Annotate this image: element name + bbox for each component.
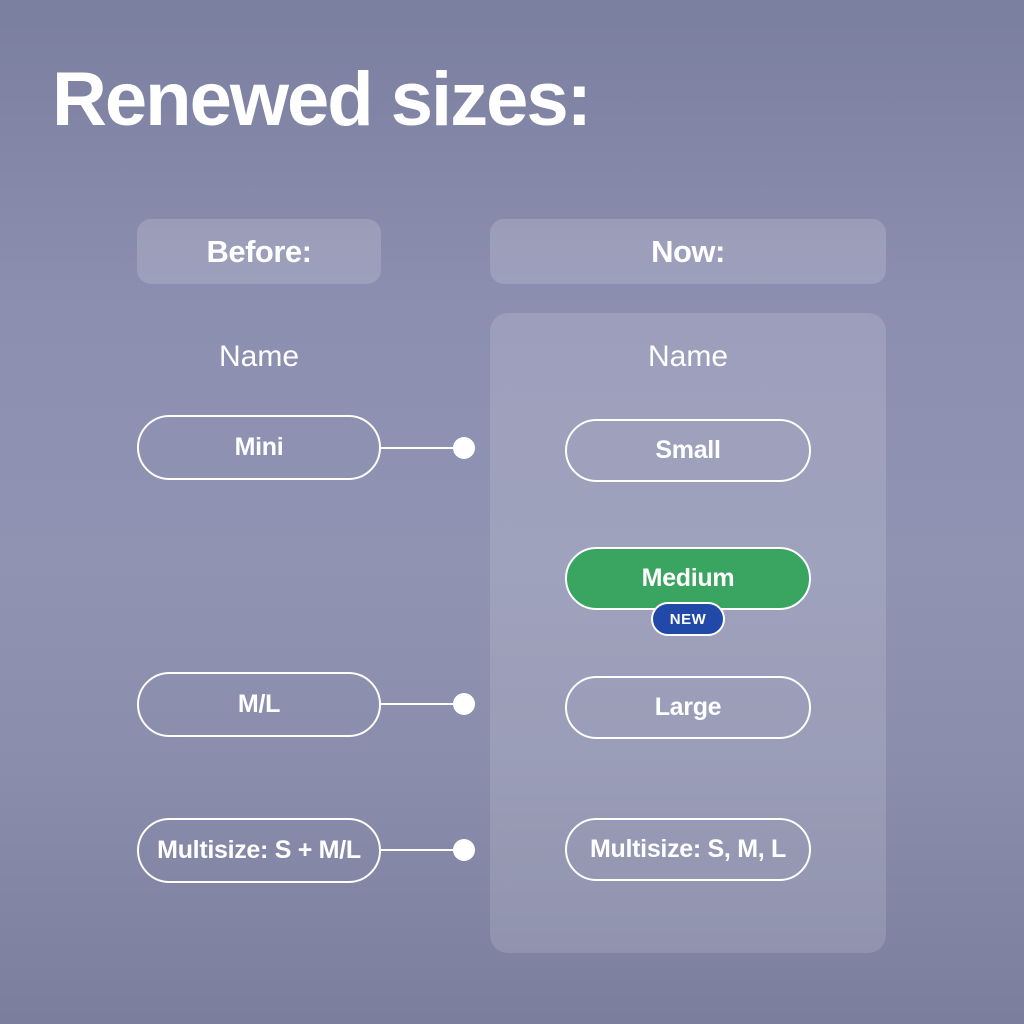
before-column-label: Name: [218, 340, 300, 373]
now-size-medium: Medium: [565, 547, 811, 610]
connector-dot: [453, 693, 475, 715]
now-size-multisize: Multisize: S, M, L: [565, 818, 811, 881]
before-size-label: Mini: [234, 433, 284, 461]
new-badge: NEW: [651, 602, 725, 636]
before-size-label: Multisize: S + M/L: [157, 836, 361, 864]
connector-dot: [453, 839, 475, 861]
now-size-large: Large: [565, 676, 811, 739]
new-badge-label: NEW: [669, 610, 707, 628]
connector-dot: [453, 437, 475, 459]
page-title: Renewed sizes:: [52, 57, 592, 142]
before-size-ml: M/L: [137, 672, 381, 737]
now-header: Now:: [490, 219, 886, 284]
connector-line: [381, 447, 461, 449]
connector-line: [381, 849, 461, 851]
before-size-multisize: Multisize: S + M/L: [137, 818, 381, 883]
now-column-label: Name: [647, 340, 729, 373]
before-header-label: Before:: [206, 233, 312, 269]
now-size-label: Medium: [641, 564, 735, 592]
now-size-label: Small: [655, 436, 721, 464]
before-header: Before:: [137, 219, 381, 284]
now-header-label: Now:: [651, 233, 725, 269]
now-size-label: Large: [654, 693, 722, 721]
before-size-label: M/L: [237, 690, 281, 718]
before-size-mini: Mini: [137, 415, 381, 480]
now-size-small: Small: [565, 419, 811, 482]
now-size-label: Multisize: S, M, L: [590, 835, 786, 863]
connector-line: [381, 703, 461, 705]
